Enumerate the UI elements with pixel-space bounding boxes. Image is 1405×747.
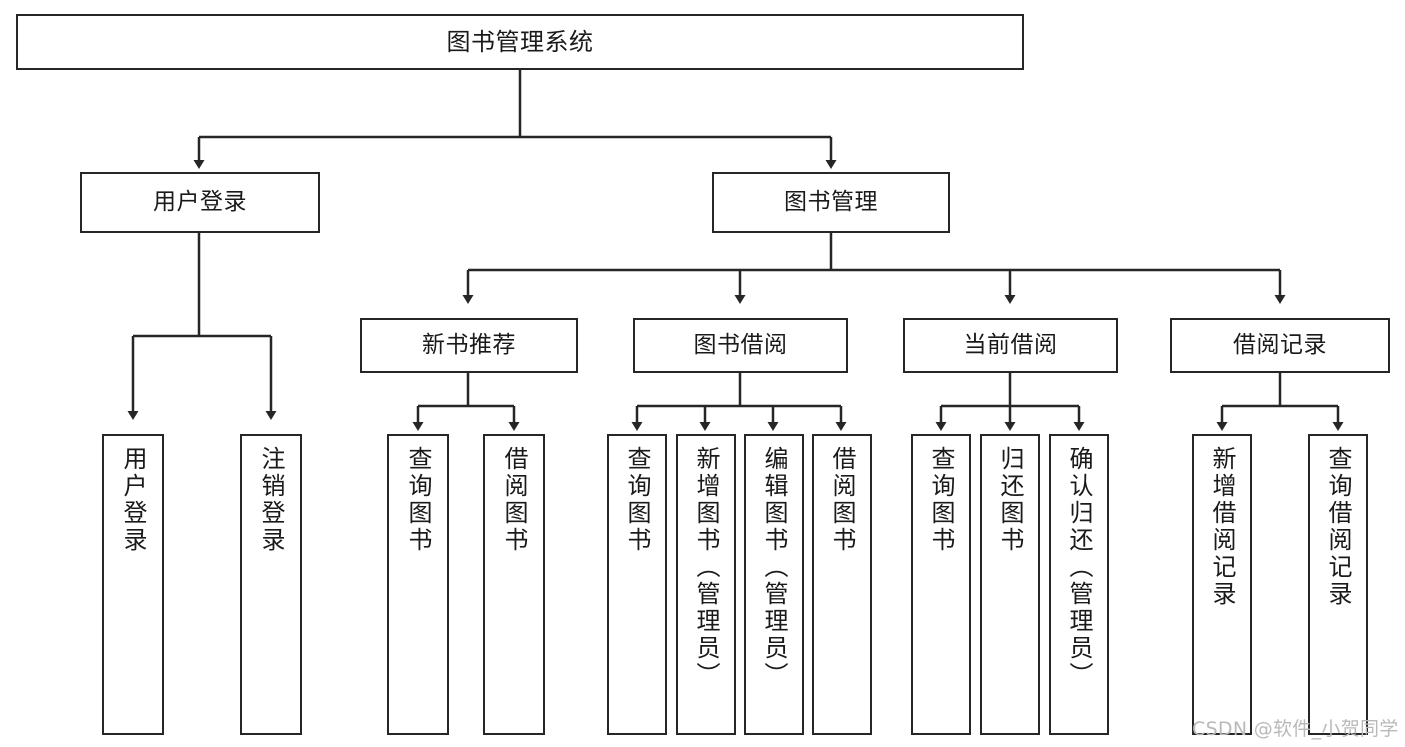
node-label: 新增图书（管理员） (692, 446, 720, 689)
node-label: 归还图书 (996, 446, 1024, 554)
leaf-user-login[interactable]: 用户登录 (102, 434, 164, 735)
leaf-borrow-edit-book[interactable]: 编辑图书（管理员） (744, 434, 804, 735)
leaf-current-query-book[interactable]: 查询图书 (911, 434, 971, 735)
node-new-book-recommend[interactable]: 新书推荐 (360, 318, 578, 373)
leaf-user-logout[interactable]: 注销登录 (240, 434, 302, 735)
leaf-borrow-query-book[interactable]: 查询图书 (607, 434, 667, 735)
node-label: 查询图书 (623, 446, 651, 554)
node-borrow-record[interactable]: 借阅记录 (1170, 318, 1390, 373)
node-label: 图书管理 (784, 188, 878, 215)
node-label: 编辑图书（管理员） (760, 446, 788, 689)
node-label: 新书推荐 (422, 331, 516, 358)
node-label: 查询图书 (927, 446, 955, 554)
node-book-management[interactable]: 图书管理 (712, 172, 950, 233)
node-label: 用户登录 (119, 446, 147, 554)
node-label: 图书借阅 (693, 331, 788, 358)
watermark-text: CSDN @软件_小贺同学 (1192, 718, 1399, 740)
leaf-borrow-add-book[interactable]: 新增图书（管理员） (676, 434, 736, 735)
node-label: 确认归还（管理员） (1065, 446, 1093, 689)
leaf-recommend-borrow-book[interactable]: 借阅图书 (483, 434, 545, 735)
leaf-current-return-book[interactable]: 归还图书 (980, 434, 1040, 735)
node-label: 用户登录 (153, 188, 247, 215)
leaf-borrow-borrow-book[interactable]: 借阅图书 (812, 434, 872, 735)
node-label: 查询借阅记录 (1324, 446, 1352, 608)
node-user-login[interactable]: 用户登录 (80, 172, 320, 233)
node-label: 借阅记录 (1233, 331, 1327, 358)
node-label: 当前借阅 (963, 331, 1058, 358)
node-current-borrow[interactable]: 当前借阅 (903, 318, 1118, 373)
node-root-system[interactable]: 图书管理系统 (16, 14, 1024, 70)
leaf-record-add-record[interactable]: 新增借阅记录 (1192, 434, 1252, 735)
node-label: 借阅图书 (500, 446, 528, 554)
node-label: 借阅图书 (828, 446, 856, 554)
leaf-recommend-query-book[interactable]: 查询图书 (387, 434, 449, 735)
node-book-borrow[interactable]: 图书借阅 (633, 318, 848, 373)
leaf-current-confirm-return[interactable]: 确认归还（管理员） (1049, 434, 1109, 735)
node-label: 新增借阅记录 (1208, 446, 1236, 608)
node-label: 查询图书 (404, 446, 432, 554)
node-label: 注销登录 (257, 446, 285, 554)
node-label: 图书管理系统 (446, 27, 594, 56)
leaf-record-query-record[interactable]: 查询借阅记录 (1308, 434, 1368, 735)
